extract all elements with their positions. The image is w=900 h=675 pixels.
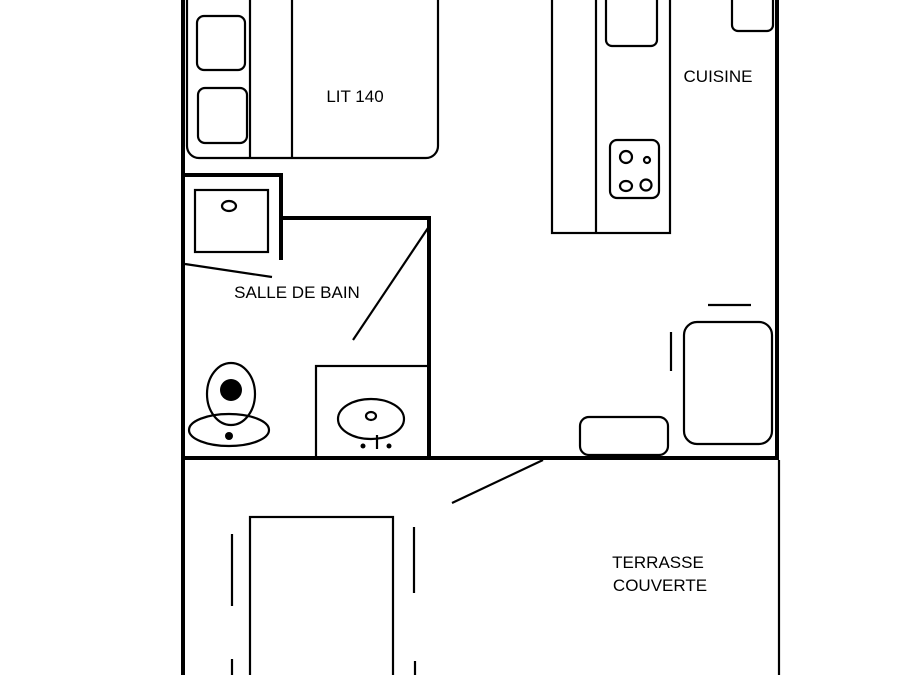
shower-wall <box>183 173 283 260</box>
bed-frame <box>185 0 440 160</box>
terrace-label-line1: TERRASSE <box>612 553 704 572</box>
shower-door <box>184 262 273 279</box>
shower-drain <box>220 199 238 213</box>
terrace: TERRASSE COUVERTE <box>230 459 707 675</box>
bed: LIT 140 <box>185 0 440 160</box>
shower-tray <box>193 188 270 254</box>
bathroom-door <box>352 227 429 341</box>
kitchen-label: CUISINE <box>684 67 753 86</box>
sofa <box>682 320 774 446</box>
terrace-table <box>248 515 395 675</box>
bathroom-label: SALLE DE BAIN <box>234 283 360 302</box>
bedroom-label: LIT 140 <box>326 87 383 106</box>
kitchen-counter <box>550 0 672 235</box>
entry-door <box>451 459 544 504</box>
kitchen: CUISINE <box>550 0 775 457</box>
table <box>578 415 670 457</box>
terrace-label-line2: COUVERTE <box>613 576 707 595</box>
toilet-icon <box>187 361 271 448</box>
bathroom: SALLE DE BAIN <box>184 188 431 460</box>
stove-icon <box>608 138 661 200</box>
kitchen-sink <box>604 0 659 48</box>
pillow <box>195 14 247 72</box>
kitchen-appliance <box>730 0 775 33</box>
vanity <box>314 364 431 460</box>
sink-icon <box>336 397 406 449</box>
pillow <box>196 86 249 145</box>
walls <box>181 0 781 675</box>
